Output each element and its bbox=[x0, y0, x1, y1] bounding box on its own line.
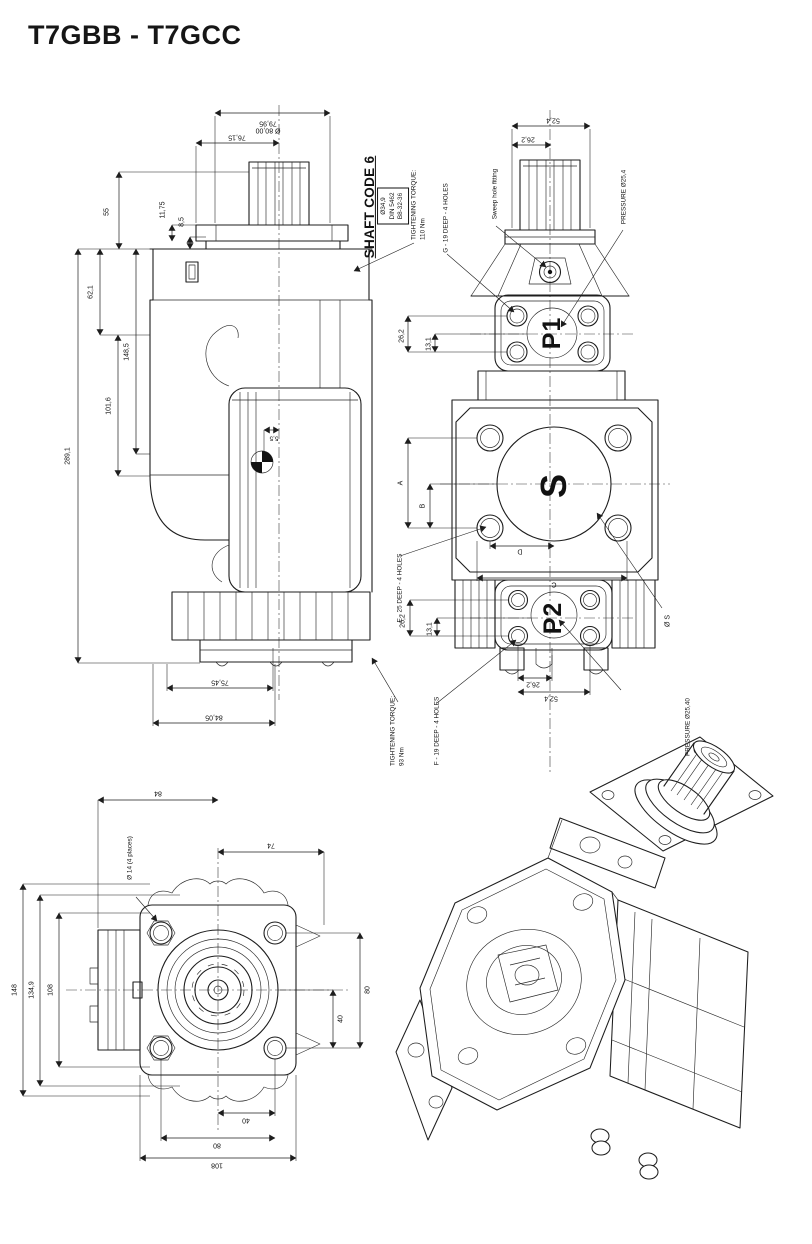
isometric-view-drawing bbox=[395, 736, 774, 1180]
dim-84-05: 84,05 bbox=[205, 713, 223, 721]
dim-5-5: 5,5 bbox=[269, 434, 279, 442]
dim-26-2-bottom: 26,2 bbox=[526, 680, 540, 688]
label-e-holes: E - 25 DEEP - 4 HOLES bbox=[396, 553, 404, 623]
pilot-s-label: S bbox=[533, 473, 575, 499]
top-view-drawing bbox=[19, 796, 364, 1162]
front-view-drawing bbox=[399, 110, 670, 772]
dim-52-4-bottom: 52,4 bbox=[544, 694, 558, 702]
dim-74: 74 bbox=[267, 841, 275, 849]
torque-value: 110 Nm bbox=[419, 218, 426, 241]
label-g-holes: G - 19 DEEP - 4 HOLES bbox=[442, 183, 450, 253]
port-p2-label: P2 bbox=[538, 601, 567, 635]
dim-26-2-p1: 26,2 bbox=[398, 329, 406, 343]
dim-148-5: 148,5 bbox=[123, 343, 131, 361]
dim-80-right: 80 bbox=[364, 986, 372, 994]
dim-101-6: 101,6 bbox=[105, 397, 113, 415]
dim-26-2-top: 26,2 bbox=[521, 135, 535, 143]
label-sweep-hole-fitting: Sweep hole fitting bbox=[491, 168, 499, 220]
dim-13-1-p1: 13,1 bbox=[425, 337, 433, 351]
dim-shaft-diameter-max: Ø 80,00 bbox=[255, 126, 281, 134]
dim-a: A bbox=[397, 480, 405, 486]
dim-40-bottom: 40 bbox=[242, 1116, 250, 1124]
torque-label: TIGHTENING TORQUE: bbox=[389, 695, 397, 767]
pilot-diameter-label: Ø S bbox=[664, 614, 672, 628]
dim-55: 55 bbox=[103, 208, 111, 216]
dim-80-bottom: 80 bbox=[213, 1141, 221, 1149]
tightening-torque-bottom: TIGHTENING TORQUE: 93 Nm bbox=[389, 696, 406, 766]
dim-108-left: 108 bbox=[47, 984, 55, 996]
dim-c: C bbox=[551, 580, 557, 588]
dim-76-15: 76,15 bbox=[228, 133, 246, 141]
spline-designation: B8-32-36 bbox=[397, 192, 405, 220]
dim-8-5: 8,5 bbox=[178, 217, 186, 227]
dim-26-2-p2: 26,2 bbox=[399, 614, 407, 628]
dim-shaft-diameter-min: 79,95 bbox=[259, 119, 277, 126]
tightening-torque-shaft: TIGHTENING TORQUE: 110 Nm bbox=[410, 170, 427, 240]
dim-75-45: 75,45 bbox=[211, 678, 229, 686]
label-pressure-p2: PRESSURE Ø25,40 bbox=[684, 698, 692, 756]
torque-label: TIGHTENING TORQUE: bbox=[410, 169, 418, 241]
spline-diameter: Ø34,9 bbox=[380, 197, 388, 215]
label-bolt-holes: Ø 14 (4 places) bbox=[126, 836, 134, 880]
dim-d: D bbox=[517, 547, 523, 555]
dim-84: 84 bbox=[154, 789, 162, 797]
dim-shaft-diameter: Ø 80,00 79,95 bbox=[255, 119, 281, 134]
dim-134-9: 134,9 bbox=[28, 981, 36, 999]
dim-148: 148 bbox=[11, 984, 19, 996]
dim-13-1-p2: 13,1 bbox=[426, 622, 434, 636]
side-view-drawing bbox=[74, 105, 415, 727]
dim-62-1: 62,1 bbox=[87, 285, 95, 299]
dim-108-bottom: 108 bbox=[211, 1161, 223, 1169]
label-pressure-p1: PRESSURE Ø25,4 bbox=[620, 169, 628, 225]
page-title: T7GBB - T7GCC bbox=[28, 20, 242, 50]
dim-289-1: 289,1 bbox=[64, 447, 72, 465]
dim-52-4-top: 52,4 bbox=[546, 116, 560, 124]
dim-40-right: 40 bbox=[337, 1015, 345, 1023]
label-f-holes: F - 19 DEEP - 4 HOLES bbox=[433, 696, 441, 766]
spline-spec-box: Ø34,9 DIN 5462 B8-32-36 bbox=[377, 187, 409, 225]
shaft-code-label: SHAFT CODE 6 bbox=[361, 155, 377, 259]
dim-b: B bbox=[419, 503, 427, 509]
spline-standard: DIN 5462 bbox=[388, 192, 396, 220]
torque-value: 93 Nm bbox=[398, 747, 405, 767]
dim-11-75: 11,75 bbox=[159, 201, 167, 219]
port-p1-label: P1 bbox=[537, 316, 566, 350]
